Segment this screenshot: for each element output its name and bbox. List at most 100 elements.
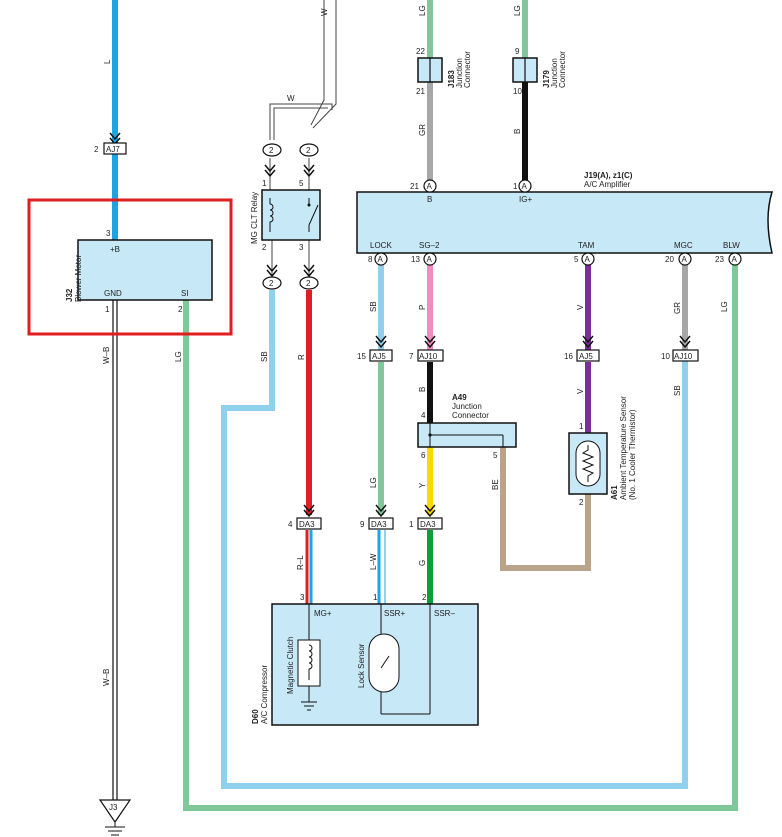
wire-label: B [513,129,522,134]
pin-label: 2 [306,279,311,288]
wire-label: SB [673,385,682,396]
pin-label: 2 [269,146,274,155]
pin-label: 5 [299,179,304,188]
connector-a: A [378,255,384,264]
j179-name: Junction [550,58,559,88]
pin-label: 1 [262,179,267,188]
amplifier-name: A/C Amplifier [584,180,631,189]
connector-a: A [682,255,688,264]
pin-label: 1 [579,422,584,431]
wire-be [500,447,591,571]
connector-label: AJ10 [674,352,693,361]
j183-name: Junction [455,58,464,88]
terminal-ssr-plus: SSR+ [384,609,405,618]
a49-id: A49 [452,393,467,402]
ac-compressor: MG+ SSR+ SSR– 3 1 2 Magnetic Clutch Lock… [251,593,479,726]
pin-label: 15 [357,352,366,361]
wires [112,0,738,811]
pin-label: 3 [299,243,304,252]
terminal-gnd: GND [104,289,122,298]
terminal-sg-2: SG–2 [419,241,440,250]
connector-a: A [427,182,433,191]
pin-label: 8 [368,255,373,264]
wire-l-w [377,530,386,604]
wire-label: G [418,560,427,566]
pin-label: 2 [269,279,274,288]
connector-a: A [522,182,528,191]
pin-label: 2 [262,243,267,252]
wire-r-l [305,530,313,604]
wire-label: W–B [102,347,111,364]
wire-label: LG [174,351,183,362]
wire-w-b [112,300,118,800]
pin-label: 2 [422,593,427,602]
j183-name: Connector [463,51,472,88]
pin-label: 1 [105,305,110,314]
connector-label: AJ5 [579,352,593,361]
wire-label: GR [418,124,427,136]
j179-id: J179 [542,70,551,88]
wire-sb-relay-mgc [221,290,688,789]
pin-label: 23 [715,255,724,264]
ground-j3: J3 [98,799,132,836]
a49-name: Junction [452,402,482,411]
connector-a: A [427,255,433,264]
ground-id: J3 [109,803,118,812]
wire-label: GR [673,302,682,314]
pin-label: 22 [416,47,425,56]
wire-label: LG [418,5,427,16]
pin-label: 9 [515,47,520,56]
connector-label: DA3 [299,520,315,529]
wire-label: LG [513,5,522,16]
pin-label: 5 [574,255,579,264]
lock-sensor-label: Lock Sensor [357,643,366,688]
connector-label: AJ5 [372,352,386,361]
pin-label: 1 [513,182,518,191]
pin-label: 21 [416,87,425,96]
connector-label: DA3 [420,520,436,529]
pin-label: 2 [579,498,584,507]
wire-label: W [287,94,295,103]
ac-amplifier: J19(A), z1(C) A/C Amplifier B IG+ LOCK S… [356,171,774,266]
wire-lg-si-blw [183,265,738,811]
pin-label: 2 [94,145,99,154]
terminal-plus-b: +B [110,245,120,254]
connector-a: A [585,255,591,264]
wire-label: Y [418,482,427,488]
wire-label: V [576,304,585,310]
a61-name: (No. 1 Cooler Thermistor) [628,409,637,500]
pin-label: 9 [360,520,365,529]
wire-label: W [320,8,329,16]
j179-name: Connector [558,51,567,88]
blower-motor-id: J32 [65,288,74,302]
wire-label: L–W [369,553,378,570]
pin-label: 16 [564,352,573,361]
compressor-id: D60 [251,709,260,724]
pin-label: 20 [665,255,674,264]
blower-motor: +B GND SI 3 1 2 J32 Blower Motor [65,229,213,314]
j183-id: J183 [447,70,456,88]
relay-connectors: 2 2 2 2 [262,143,319,290]
blower-motor-name: Blower Motor [74,255,83,302]
connector-aj7: AJ7 2 [94,142,127,155]
terminal-lock: LOCK [370,241,392,250]
pin-label: 10 [513,87,522,96]
pin-label: 2 [306,146,311,155]
wire-label: SB [260,351,269,362]
mg-clt-relay: 1 5 2 3 MG CLT Relay [250,179,321,252]
junction-a49: A49 Junction Connector 4 6 5 [417,393,517,460]
wire-w-top [269,0,337,140]
wire-label: BE [491,479,500,490]
wire-label: W–B [102,669,111,686]
pin-label: 21 [410,182,419,191]
pin-label: 13 [411,255,420,264]
wire-label: R–L [296,555,305,570]
a49-name: Connector [452,411,489,420]
junction-j183: 22 21 J183 Junction Connector [416,47,472,96]
pin-label: 4 [288,520,293,529]
da3-connectors: DA3 4 DA3 9 DA3 1 [288,517,443,530]
pin-label: 3 [106,229,111,238]
relay-name: MG CLT Relay [250,192,259,244]
terminal-ig-plus: IG+ [519,195,532,204]
